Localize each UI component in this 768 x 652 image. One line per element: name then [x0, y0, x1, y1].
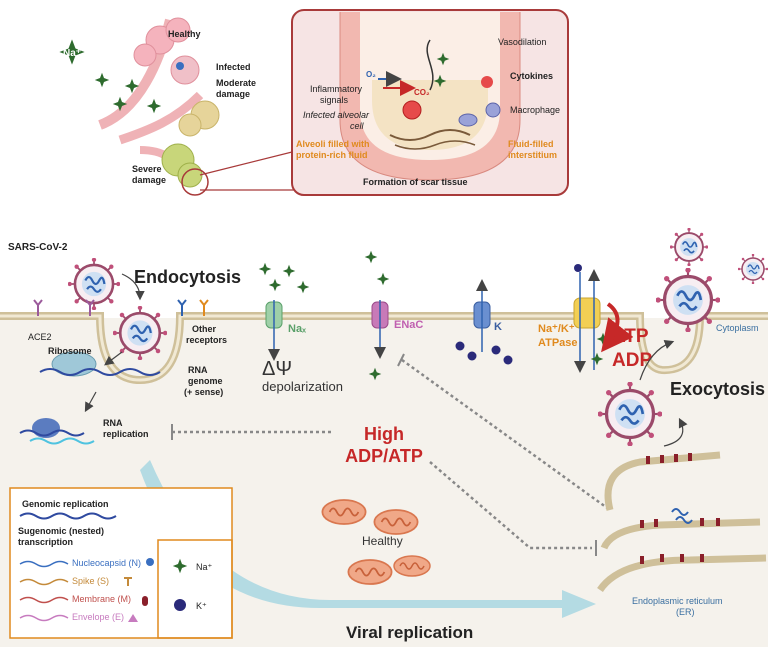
plus-icon — [376, 272, 390, 286]
legend-nucleocapsid: Nucleocapsid (N) — [72, 558, 141, 568]
plus-icon — [296, 280, 310, 294]
atp-label: ATP — [612, 326, 649, 347]
depolarization-label: depolarization — [262, 379, 343, 394]
legend — [9, 487, 233, 639]
envelope-icon — [128, 614, 138, 622]
enac-label: ENaC — [394, 319, 423, 331]
k-legend-icon — [174, 599, 186, 611]
legend-envelope: Envelope (E) — [72, 612, 124, 622]
delta-psi-label: ΔΨ — [262, 358, 292, 380]
k-ions — [455, 341, 513, 365]
inhibition-lines — [172, 358, 611, 550]
nax-label: Naₓ — [288, 323, 307, 335]
scar-tissue-label: Formation of scar tissue — [363, 177, 468, 187]
virus-icon — [738, 254, 768, 284]
virus-icon — [68, 258, 120, 310]
legend-genomic: Genomic replication — [22, 499, 109, 509]
ribosome-label: Ribosome — [48, 346, 92, 356]
k-ion — [574, 264, 582, 272]
virus-icon — [656, 268, 720, 332]
spike-icon — [124, 577, 132, 586]
plus-icon — [146, 98, 162, 114]
rna-genome-strand — [39, 368, 161, 376]
virus-icon — [598, 382, 662, 446]
er-label: Endoplasmic reticulum(ER) — [632, 596, 723, 617]
k-channel-label: K — [494, 321, 502, 333]
endoplasmic-reticulum — [597, 451, 767, 593]
infected-label: Infected — [216, 62, 251, 72]
viral-replication-label: Viral replication — [346, 623, 473, 642]
plus-icon — [364, 250, 378, 264]
plus-icon — [282, 264, 296, 278]
na-k-atpase-label: Na⁺/K⁺ATPase — [538, 323, 578, 349]
other-receptors — [177, 299, 209, 316]
cytoplasm-label: Cytoplasm — [716, 323, 759, 333]
inhibition-bars — [171, 353, 597, 556]
na-ion-label: Na⁺ — [63, 48, 81, 59]
cytokines-label: Cytokines — [510, 71, 553, 81]
plus-icon — [258, 262, 272, 276]
endocytosis-label: Endocytosis — [134, 267, 241, 287]
legend-na: Na⁺ — [196, 562, 213, 572]
nucleocapsid-icon — [146, 558, 154, 566]
o2-label: O₂ — [366, 70, 376, 79]
vasodilation-label: Vasodilation — [498, 37, 546, 47]
er-ribosomes — [640, 453, 720, 564]
sars-label: SARS-CoV-2 — [8, 242, 68, 253]
ace2-receptors — [33, 299, 95, 316]
legend-k: K⁺ — [196, 601, 207, 611]
na-k-atpase-pump — [573, 297, 601, 329]
co2-label: CO₂ — [414, 88, 430, 97]
exocytosis-label: Exocytosis — [670, 379, 765, 399]
legend-membrane: Membrane (M) — [72, 594, 131, 604]
plus-icon — [94, 72, 110, 88]
plus-icon — [268, 278, 282, 292]
legend-subgenomic: Sugenomic (nested)transcription — [18, 526, 104, 547]
virus-icon — [670, 228, 708, 266]
adp-label: ADP — [612, 350, 652, 371]
nucleocapsid-cluster — [671, 508, 693, 524]
legend-spike: Spike (S) — [72, 576, 109, 586]
lung-illustration — [98, 17, 301, 196]
membrane-icon — [142, 596, 148, 606]
alveolus-inset — [291, 9, 569, 196]
viral-replication-arrow — [140, 460, 596, 618]
ace2-label: ACE2 — [28, 332, 52, 342]
macrophage-label: Macrophage — [510, 105, 560, 115]
healthy-mito-label: Healthy — [362, 534, 403, 548]
healthy-label: Healthy — [168, 29, 201, 39]
